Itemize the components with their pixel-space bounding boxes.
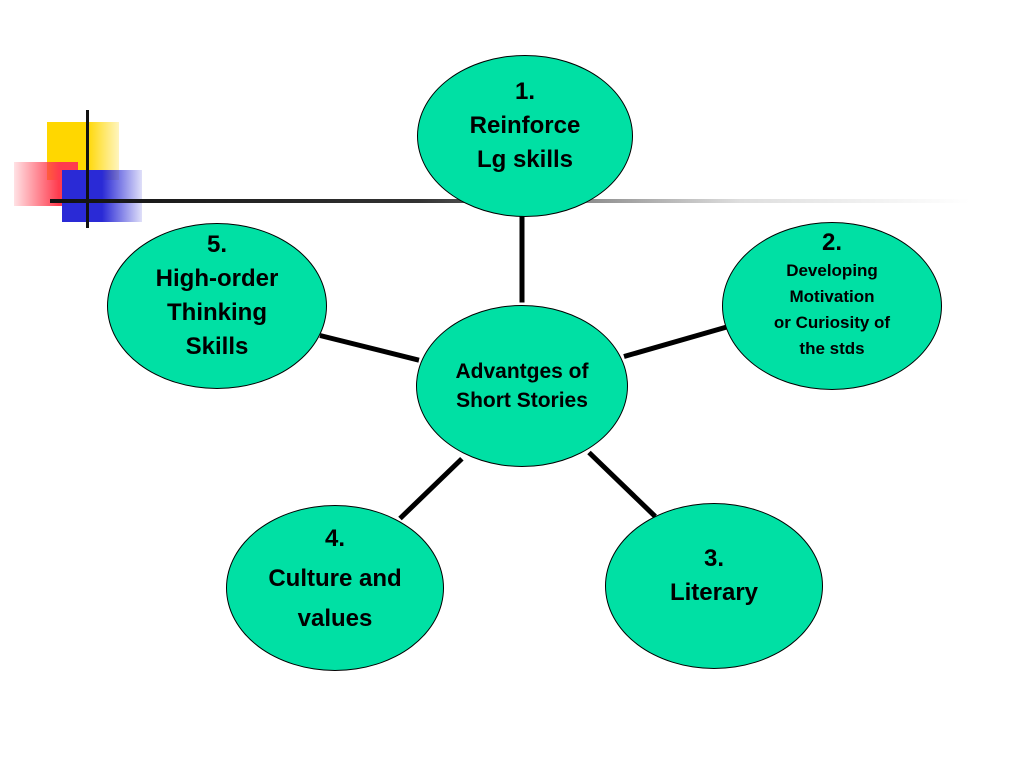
node-5-high-order-thinking-skills: 5. High-order Thinking Skills — [107, 223, 327, 389]
connector-center-to-node-1 — [519, 216, 525, 303]
node-4-culture-and-values: 4. Culture and values — [226, 505, 444, 671]
node-2-number: 2. — [821, 229, 842, 256]
blue-square — [62, 170, 142, 222]
node-1-line-1: Reinforce — [469, 112, 581, 139]
connector-center-to-node-5 — [319, 333, 420, 363]
node-2-line-1: Developing — [786, 261, 878, 280]
node-2-line-2: Motivation — [789, 287, 875, 306]
center-title-line-1: Advantges of — [455, 360, 589, 383]
node-1-reinforce-lg-skills: 1. Reinforce Lg skills — [417, 55, 633, 217]
node-4-line-2: values — [297, 605, 373, 632]
center-title-line-2: Short Stories — [456, 389, 588, 412]
node-3-number: 3. — [703, 545, 724, 572]
node-5-line-2: Thinking — [167, 299, 267, 326]
yellow-square — [47, 122, 119, 180]
node-4-number: 4. — [324, 525, 345, 552]
node-3-line-1: Literary — [669, 579, 759, 606]
center-node: Advantges of Short Stories — [416, 305, 628, 467]
node-5-line-1: High-order — [155, 265, 279, 292]
node-1-number: 1. — [514, 78, 535, 105]
node-2-line-4: the stds — [799, 339, 865, 358]
connector-center-to-node-2 — [623, 323, 732, 359]
node-2-developing-motivation: 2. Developing Motivation or Curiosity of… — [722, 222, 942, 390]
node-1-line-2: Lg skills — [476, 146, 574, 173]
red-square — [14, 162, 78, 206]
node-5-line-3: Skills — [185, 333, 249, 360]
connector-center-to-node-3 — [587, 450, 657, 519]
node-5-number: 5. — [206, 231, 227, 258]
node-3-literary: 3. Literary — [605, 503, 823, 669]
vertical-line — [86, 110, 89, 228]
connector-center-to-node-4 — [398, 456, 464, 521]
node-4-line-1: Culture and — [268, 565, 402, 592]
node-2-line-3: or Curiosity of — [773, 313, 891, 332]
